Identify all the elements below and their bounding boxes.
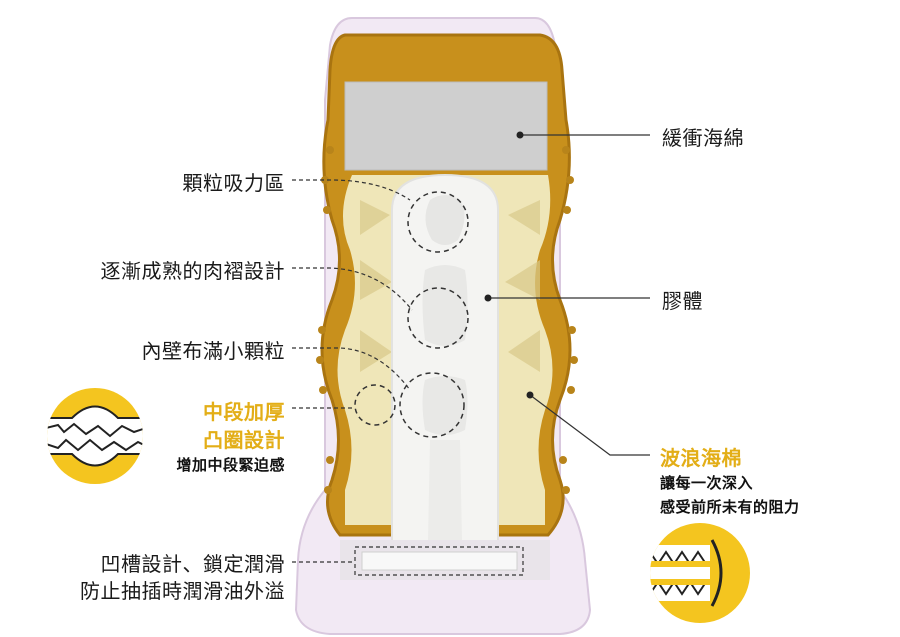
buffer-sponge-pad <box>344 81 548 171</box>
label-particle-zone: 顆粒吸力區 <box>182 171 285 195</box>
groove-slot <box>361 551 518 571</box>
label-mature-folds: 逐漸成熟的肉褶設計 <box>100 259 285 283</box>
label-mid-thick-line3: 增加中段緊迫感 <box>176 456 285 474</box>
label-groove-line2: 防止抽插時潤滑油外溢 <box>80 579 285 603</box>
leader-inner-wall <box>292 347 411 391</box>
callout-circle-mid-ring <box>354 384 396 426</box>
groove-highlight-box <box>354 546 524 576</box>
callout-circle-particles <box>407 191 469 253</box>
label-mid-thick-line1: 中段加厚 <box>203 400 285 424</box>
callout-circle-inner-wall <box>399 372 465 438</box>
label-buffer-sponge: 緩衝海綿 <box>662 126 744 150</box>
label-inner-wall: 內壁布滿小顆粒 <box>141 339 285 363</box>
wave-sponge-icon <box>650 523 750 623</box>
label-wave-sponge-title: 波浪海棉 <box>660 446 742 470</box>
gel-body <box>391 173 499 561</box>
leader-wave <box>529 394 650 456</box>
label-mid-thick-line2: 凸圈設計 <box>203 428 285 452</box>
leader-folds <box>292 267 413 311</box>
label-groove-line1: 凹槽設計、鎖定潤滑 <box>100 552 285 576</box>
callout-circle-folds <box>407 287 469 349</box>
label-wave-sponge-line2: 感受前所未有的阻力 <box>660 498 800 516</box>
label-wave-sponge-line1: 讓每一次深入 <box>660 474 754 492</box>
leader-particles <box>292 179 411 201</box>
mid-ring-icon <box>47 388 143 484</box>
label-gel-body: 膠體 <box>662 289 703 313</box>
